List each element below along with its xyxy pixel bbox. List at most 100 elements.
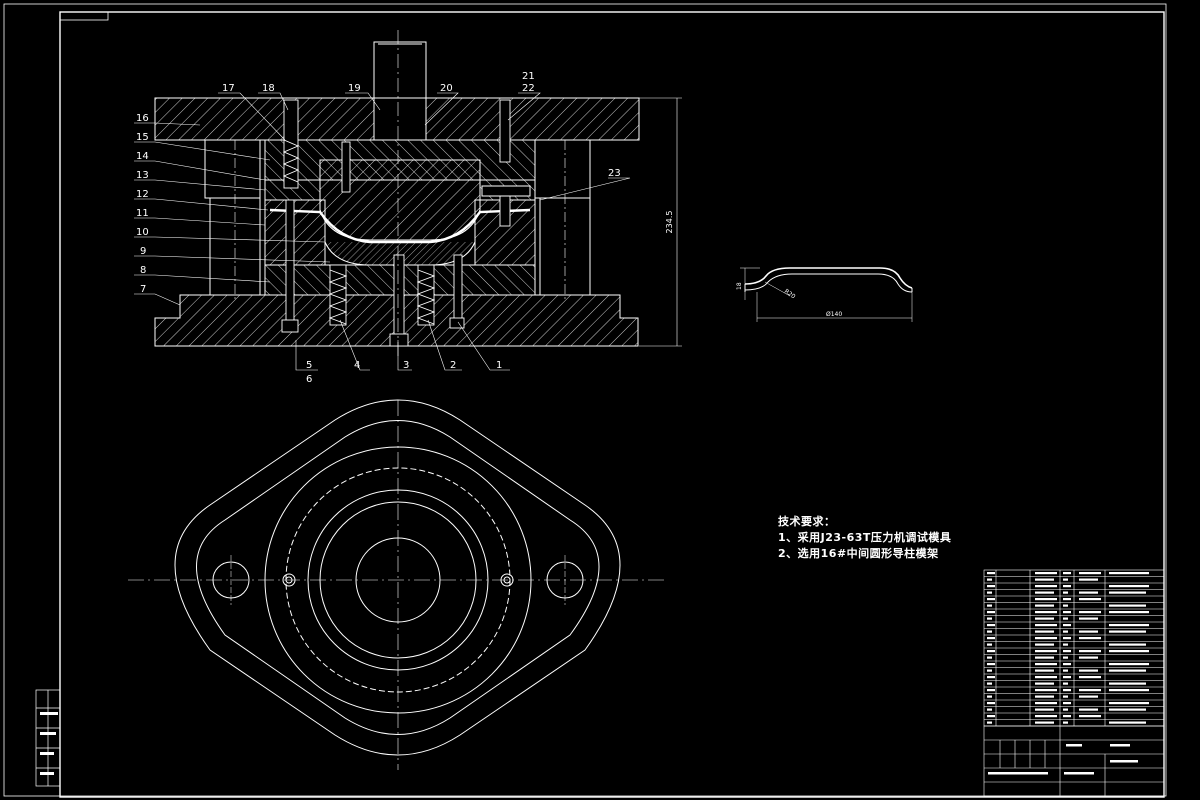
bill-of-materials bbox=[983, 569, 1165, 797]
bom-cell-mark bbox=[1063, 721, 1068, 724]
bom-cell-mark bbox=[987, 695, 992, 698]
part-number-1: 1 bbox=[496, 360, 502, 371]
bom-cell-mark bbox=[987, 702, 995, 705]
part-numbers: 16 15 14 13 12 11 10 9 8 7 17 18 19 20 2… bbox=[136, 71, 621, 385]
bom-cell-mark bbox=[1063, 656, 1068, 659]
bom-cell-mark bbox=[1035, 598, 1057, 601]
bom-cell-mark bbox=[1063, 598, 1071, 601]
part-profile bbox=[740, 267, 913, 322]
part-number-12: 12 bbox=[136, 189, 149, 200]
bom-cell-mark bbox=[987, 585, 995, 588]
bom-cell-mark bbox=[987, 578, 992, 581]
section-view bbox=[154, 30, 682, 360]
bom-cell-mark bbox=[1079, 669, 1098, 672]
bom-cell-mark bbox=[1063, 643, 1068, 646]
bom-cell-mark bbox=[987, 650, 995, 653]
part-number-17: 17 bbox=[222, 83, 235, 94]
part-number-3: 3 bbox=[403, 360, 409, 371]
part-number-8: 8 bbox=[140, 265, 146, 276]
bom-cell-mark bbox=[987, 598, 995, 601]
bom-cell-mark bbox=[1079, 611, 1101, 614]
bom-cell-mark bbox=[1063, 591, 1068, 594]
bom-cell-mark bbox=[1109, 702, 1149, 705]
bom-cell-mark bbox=[1063, 682, 1068, 685]
bom-cell-mark bbox=[1079, 572, 1101, 575]
part-number-16: 16 bbox=[136, 113, 149, 124]
part-number-18: 18 bbox=[262, 83, 275, 94]
bom-cell-mark bbox=[1035, 702, 1057, 705]
bom-cell-mark bbox=[1035, 624, 1057, 627]
bom-cell-mark bbox=[1109, 624, 1149, 627]
bom-cell-mark bbox=[1109, 630, 1146, 633]
bom-cell-mark bbox=[987, 669, 992, 672]
part-number-9: 9 bbox=[140, 246, 146, 257]
bom-cell-mark bbox=[1063, 650, 1071, 653]
bom-cell-mark bbox=[1079, 689, 1101, 692]
bom-cell-mark bbox=[1063, 689, 1071, 692]
bom-cell-mark bbox=[1063, 637, 1071, 640]
part-number-6: 6 bbox=[306, 374, 312, 385]
bom-cell-mark bbox=[1063, 572, 1071, 575]
title-block-mark bbox=[988, 772, 1048, 775]
side-stamp bbox=[35, 689, 61, 787]
bom-cell-mark bbox=[1109, 585, 1149, 588]
bom-cell-mark bbox=[1063, 585, 1071, 588]
bom-cell-mark bbox=[1035, 695, 1054, 698]
bom-cell-mark bbox=[1063, 630, 1068, 633]
bom-cell-mark bbox=[1035, 715, 1057, 718]
bom-cell-mark bbox=[1035, 643, 1054, 646]
part-number-20: 20 bbox=[440, 83, 453, 94]
bom-cell-mark bbox=[1109, 611, 1149, 614]
bom-cell-mark bbox=[1079, 676, 1101, 679]
bom-cell-mark bbox=[1063, 695, 1068, 698]
bom-cell-mark bbox=[1109, 708, 1146, 711]
tech-req-title: 技术要求： bbox=[778, 515, 836, 528]
bom-cell-mark bbox=[1109, 663, 1149, 666]
part-number-23: 23 bbox=[608, 168, 621, 179]
bom-cell-mark bbox=[1109, 591, 1146, 594]
part-number-22: 22 bbox=[522, 83, 535, 94]
part-number-14: 14 bbox=[136, 151, 149, 162]
bom-cell-mark bbox=[1109, 689, 1149, 692]
bom-cell-mark bbox=[1079, 715, 1101, 718]
leader-lines bbox=[134, 92, 631, 371]
bom-cell-mark bbox=[1109, 721, 1146, 724]
part-number-13: 13 bbox=[136, 170, 149, 181]
part-number-2: 2 bbox=[450, 360, 456, 371]
bom-cell-mark bbox=[1063, 715, 1071, 718]
bom-cell-mark bbox=[1063, 624, 1071, 627]
bom-cell-mark bbox=[1063, 617, 1068, 620]
bom-cell-mark bbox=[1035, 708, 1054, 711]
bom-cell-mark bbox=[987, 689, 995, 692]
bom-cell-mark bbox=[1109, 682, 1146, 685]
title-block-mark bbox=[1066, 744, 1082, 747]
bom-cell-mark bbox=[987, 682, 992, 685]
bom-cell-mark bbox=[1079, 656, 1098, 659]
drawing-frame bbox=[3, 3, 1167, 798]
bom-cell-mark bbox=[1109, 669, 1146, 672]
bom-cell-mark bbox=[1035, 578, 1054, 581]
bom-cell-mark bbox=[1109, 650, 1149, 653]
bom-cell-mark bbox=[1035, 604, 1054, 607]
bom-text-marks bbox=[987, 572, 1149, 775]
bom-cell-mark bbox=[1063, 604, 1068, 607]
bom-cell-mark bbox=[1079, 591, 1098, 594]
part-number-4: 4 bbox=[354, 360, 360, 371]
technical-requirements: 技术要求： 1、采用J23-63T压力机调试模具 2、选用16#中间圆形导柱模架 bbox=[778, 514, 951, 562]
part-number-11: 11 bbox=[136, 208, 149, 219]
bom-cell-mark bbox=[1063, 663, 1071, 666]
tech-req-line1: 1、采用J23-63T压力机调试模具 bbox=[778, 531, 952, 544]
bom-cell-mark bbox=[987, 637, 995, 640]
bom-cell-mark bbox=[987, 611, 995, 614]
bom-cell-mark bbox=[1035, 663, 1057, 666]
bom-cell-mark bbox=[1109, 643, 1146, 646]
part-dimension-diameter: Ø140 bbox=[826, 311, 842, 318]
bom-cell-mark bbox=[987, 721, 992, 724]
tech-req-line2: 2、选用16#中间圆形导柱模架 bbox=[778, 547, 939, 560]
bom-cell-mark bbox=[1063, 676, 1071, 679]
bom-cell-mark bbox=[1063, 708, 1068, 711]
bom-cell-mark bbox=[987, 708, 992, 711]
bom-cell-mark bbox=[987, 715, 995, 718]
bom-cell-mark bbox=[1079, 598, 1101, 601]
bom-cell-mark bbox=[987, 624, 995, 627]
